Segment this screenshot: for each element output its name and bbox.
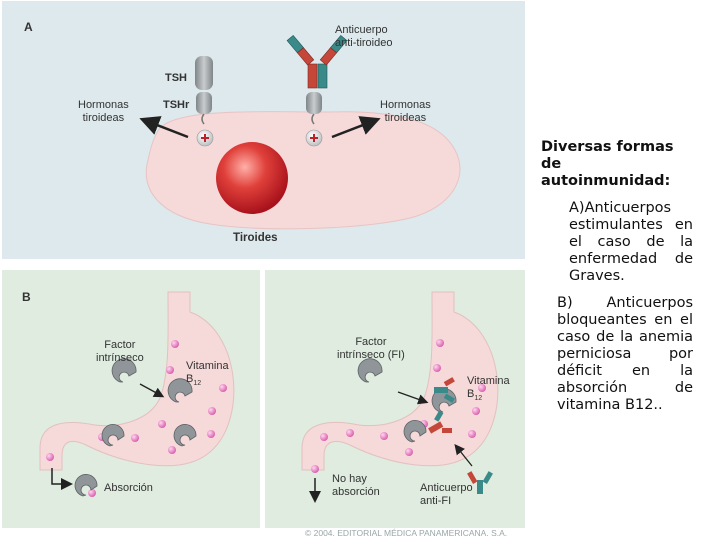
hormones-left-label: Hormonas tiroideas bbox=[78, 99, 129, 124]
hormone-arrow-left bbox=[139, 116, 189, 139]
intrinsic-factor-shapes-right bbox=[357, 358, 457, 443]
antibody-receptor bbox=[286, 34, 348, 125]
panel-letter-b: B bbox=[22, 290, 31, 304]
thyroid-cell bbox=[145, 111, 461, 230]
panel-letter-a: A bbox=[24, 20, 33, 34]
anti-fi-label: Anticuerpo anti-FI bbox=[420, 482, 473, 507]
thyroid-label: Tiroides bbox=[233, 232, 278, 244]
caption-item-b: B) Anticuerpos bloqueantes en el caso de… bbox=[557, 295, 693, 413]
copyright-notice: © 2004. EDITORIAL MÉDICA PANAMERICANA. S… bbox=[305, 528, 508, 538]
tshr-label: TSHr bbox=[163, 99, 190, 111]
absorption-label: Absorción bbox=[104, 482, 153, 494]
binding-arrow-left bbox=[139, 383, 165, 398]
intrinsic-factor-shapes-left bbox=[74, 358, 197, 497]
anti-fi-antibodies bbox=[428, 377, 493, 494]
absorption-arrow bbox=[51, 468, 73, 490]
antibody-arrow bbox=[454, 443, 473, 467]
cell-nucleus bbox=[216, 142, 288, 214]
antibody-label: Anticuerpo anti-tiroideo bbox=[335, 24, 393, 49]
vitamin-dots-right bbox=[311, 339, 486, 473]
tsh-label: TSH bbox=[165, 72, 187, 84]
caption-title: Diversas formas de autoinmunidad: bbox=[541, 139, 674, 189]
caption: Diversas formas de autoinmunidad: A)Anti… bbox=[541, 139, 693, 414]
caption-item-a: A)Anticuerpos estimulantes en el caso de… bbox=[569, 200, 693, 284]
factor-label-right: Factor intrínseco (FI) bbox=[337, 336, 405, 361]
tsh-receptor bbox=[195, 56, 213, 125]
activation-plus-left bbox=[196, 129, 214, 147]
hormones-right-label: Hormonas tiroideas bbox=[380, 99, 431, 124]
no-absorption-label: No hay absorción bbox=[332, 473, 380, 498]
binding-arrow-right bbox=[397, 391, 429, 405]
hormone-arrow-right bbox=[331, 116, 381, 139]
activation-plus-right bbox=[305, 129, 323, 147]
factor-label-left: Factor intrínseco bbox=[96, 339, 144, 364]
